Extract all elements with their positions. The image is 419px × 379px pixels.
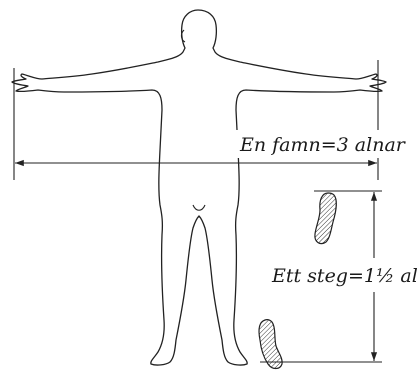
step-measure: Ett steg=1½ aln <box>260 191 419 362</box>
footprint-upper <box>315 193 336 244</box>
fathom-label: En famn=3 alnar <box>239 134 407 156</box>
human-figure <box>12 10 386 365</box>
footprint-lower <box>259 320 282 369</box>
step-label: Ett steg=1½ aln <box>271 265 419 287</box>
